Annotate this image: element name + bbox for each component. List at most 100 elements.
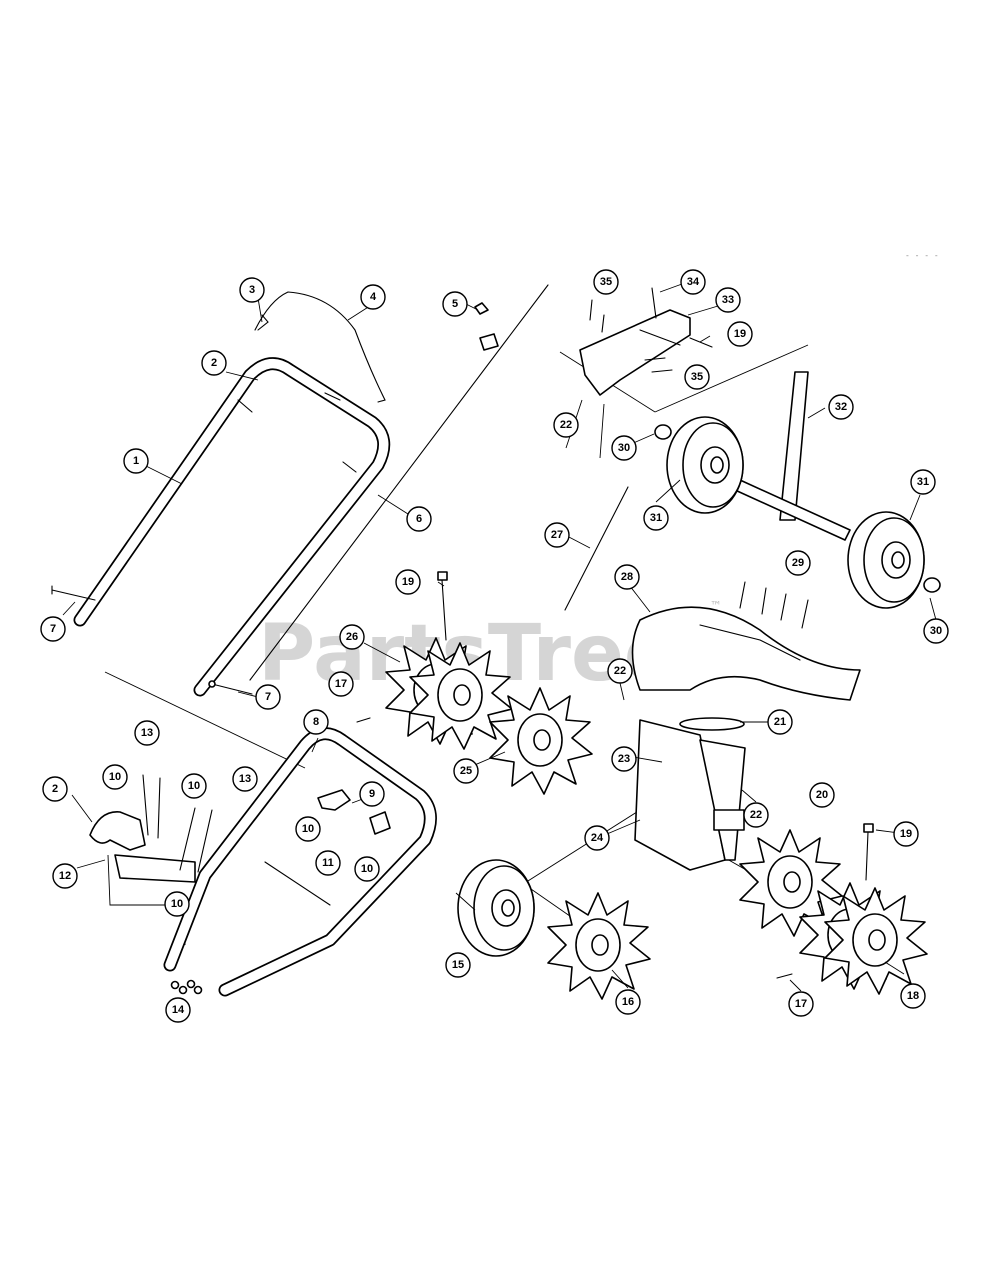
callout-9: 9 bbox=[359, 781, 385, 807]
svg-text:6: 6 bbox=[416, 513, 422, 525]
callout-15: 15 bbox=[445, 952, 471, 978]
callout-23: 23 bbox=[611, 746, 637, 772]
bolt-7-lower bbox=[208, 680, 253, 695]
svg-text:35: 35 bbox=[600, 276, 612, 288]
svg-text:32: 32 bbox=[835, 401, 847, 413]
callout-11: 11 bbox=[315, 850, 341, 876]
svg-text:35: 35 bbox=[691, 371, 703, 383]
svg-text:10: 10 bbox=[361, 863, 373, 875]
handle-lower-part bbox=[163, 727, 437, 997]
svg-text:18: 18 bbox=[907, 990, 919, 1002]
callout-22-mid: 22 bbox=[607, 658, 633, 684]
tine-16-part bbox=[547, 892, 651, 1000]
callout-14: 14 bbox=[165, 997, 191, 1023]
pin-19-lower bbox=[863, 823, 874, 881]
svg-text:33: 33 bbox=[722, 294, 734, 306]
callout-25: 25 bbox=[453, 758, 479, 784]
callout-24: 24 bbox=[584, 825, 610, 851]
callout-30-left: 30 bbox=[611, 435, 637, 461]
pin-34-part bbox=[651, 287, 657, 319]
callout-19-upper: 19 bbox=[395, 569, 421, 595]
svg-text:13: 13 bbox=[239, 773, 251, 785]
svg-text:19: 19 bbox=[734, 328, 746, 340]
callout-26: 26 bbox=[339, 624, 365, 650]
svg-text:24: 24 bbox=[591, 832, 604, 844]
callout-12: 12 bbox=[52, 863, 78, 889]
wheel-31-left-part bbox=[666, 416, 744, 514]
svg-text:17: 17 bbox=[335, 678, 347, 690]
svg-text:22: 22 bbox=[560, 419, 572, 431]
callout-10-e: 10 bbox=[164, 891, 190, 917]
callout-6: 6 bbox=[406, 506, 432, 532]
svg-text:27: 27 bbox=[551, 529, 563, 541]
callout-20: 20 bbox=[809, 782, 835, 808]
callout-3: 3 bbox=[239, 277, 265, 303]
callout-35-lower: 35 bbox=[684, 364, 710, 390]
svg-text:22: 22 bbox=[750, 809, 762, 821]
bolts-35 bbox=[589, 299, 673, 373]
callout-28: 28 bbox=[614, 564, 640, 590]
svg-text:26: 26 bbox=[346, 631, 358, 643]
svg-text:34: 34 bbox=[687, 276, 700, 288]
svg-text:22: 22 bbox=[614, 665, 626, 677]
callout-8: 8 bbox=[303, 709, 329, 735]
svg-text:13: 13 bbox=[141, 727, 153, 739]
bracket-33-part bbox=[579, 309, 713, 396]
callout-31-left: 31 bbox=[643, 505, 669, 531]
callout-34: 34 bbox=[680, 269, 706, 295]
svg-text:12: 12 bbox=[59, 870, 71, 882]
callout-10-a: 10 bbox=[102, 764, 128, 790]
assembly-line-handle bbox=[104, 671, 306, 769]
callout-21: 21 bbox=[767, 709, 793, 735]
svg-text:3: 3 bbox=[249, 284, 255, 296]
callout-10-d: 10 bbox=[354, 856, 380, 882]
svg-text:17: 17 bbox=[795, 998, 807, 1010]
callout-30-right: 30 bbox=[923, 618, 949, 644]
callout-13-a: 13 bbox=[134, 720, 160, 746]
svg-text:19: 19 bbox=[900, 828, 912, 840]
pin-19-upper bbox=[437, 571, 448, 641]
svg-text:7: 7 bbox=[265, 691, 271, 703]
svg-text:2: 2 bbox=[52, 783, 58, 795]
callout-10-c: 10 bbox=[295, 816, 321, 842]
bolt-7-upper bbox=[51, 585, 96, 601]
svg-text:7: 7 bbox=[50, 623, 56, 635]
cap-30-right bbox=[923, 577, 941, 593]
drive-rod-27-part bbox=[564, 486, 629, 611]
callout-19-right: 19 bbox=[727, 321, 753, 347]
svg-text:20: 20 bbox=[816, 789, 828, 801]
callout-22-lower: 22 bbox=[743, 802, 769, 828]
callout-7-lower: 7 bbox=[255, 684, 281, 710]
callout-27: 27 bbox=[544, 522, 570, 548]
cap-30-left bbox=[654, 424, 672, 440]
wheel-15-part bbox=[457, 859, 535, 957]
callout-22-upper: 22 bbox=[553, 412, 579, 438]
svg-text:8: 8 bbox=[313, 716, 319, 728]
svg-text:21: 21 bbox=[774, 716, 786, 728]
callout-31-right: 31 bbox=[910, 469, 936, 495]
svg-text:4: 4 bbox=[370, 291, 377, 303]
callout-16: 16 bbox=[615, 989, 641, 1015]
callout-2-lower: 2 bbox=[42, 776, 68, 802]
control-rod-part bbox=[254, 291, 386, 403]
callout-2: 2 bbox=[201, 350, 227, 376]
knob-9-part bbox=[317, 789, 391, 835]
svg-text:10: 10 bbox=[302, 823, 314, 835]
svg-text:2: 2 bbox=[211, 357, 217, 369]
svg-text:10: 10 bbox=[188, 780, 200, 792]
callout-35-upper: 35 bbox=[593, 269, 619, 295]
clip-17-upper bbox=[356, 717, 371, 723]
rod-11-part bbox=[264, 861, 331, 906]
callout-13-b: 13 bbox=[232, 766, 258, 792]
svg-text:10: 10 bbox=[109, 771, 121, 783]
callout-10-b: 10 bbox=[181, 773, 207, 799]
callout-32: 32 bbox=[828, 394, 854, 420]
header-mark: - - - - bbox=[905, 251, 939, 260]
callout-17-upper: 17 bbox=[328, 671, 354, 697]
svg-text:31: 31 bbox=[917, 476, 929, 488]
svg-text:10: 10 bbox=[171, 898, 183, 910]
depth-bar-32-part bbox=[734, 371, 851, 541]
callout-33: 33 bbox=[715, 287, 741, 313]
svg-text:28: 28 bbox=[621, 571, 633, 583]
